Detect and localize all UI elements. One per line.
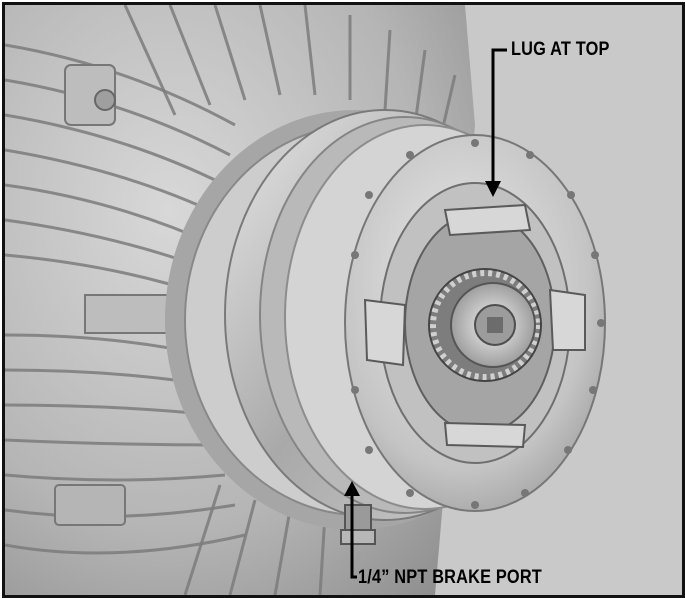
lug-at-top-label: LUG AT TOP [511,39,610,60]
brake-lugs [363,203,586,449]
cooling-fins [5,43,246,555]
brake-port-label: 1/4” NPT BRAKE PORT [358,567,542,588]
motor-brake-photo [5,5,682,595]
